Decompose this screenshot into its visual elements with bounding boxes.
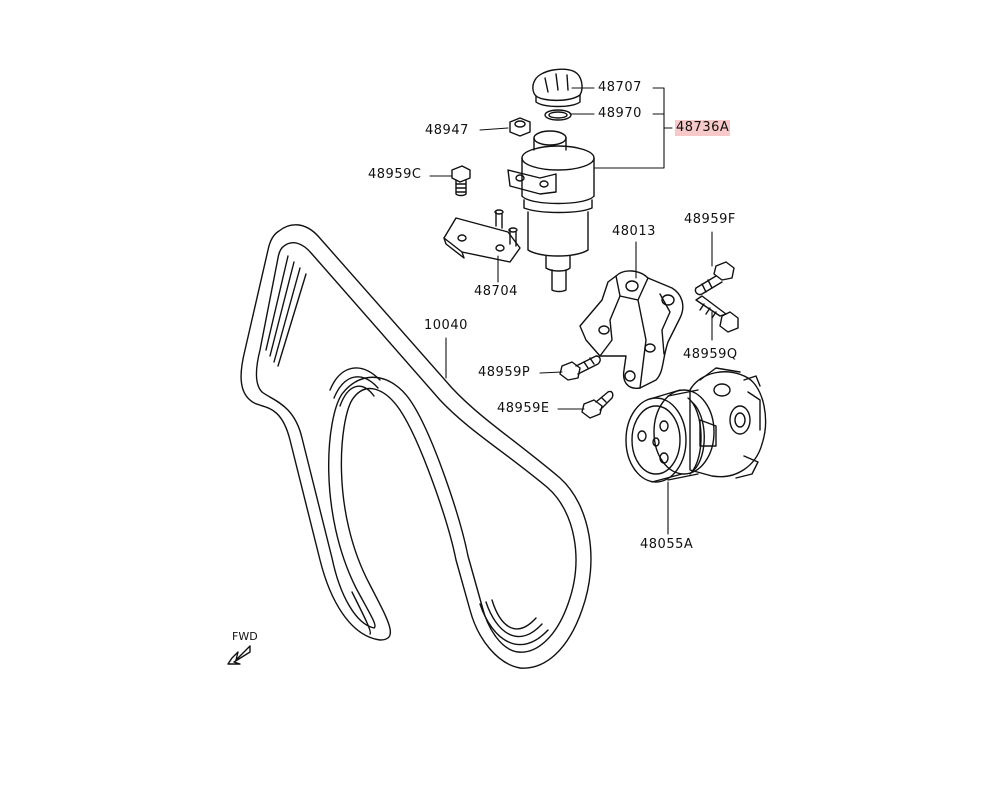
bolt-48959f [694,261,735,296]
label-48970[interactable]: 48970 [598,106,642,121]
label-48704[interactable]: 48704 [474,284,518,299]
fwd-label: FWD [232,630,258,643]
label-48959f[interactable]: 48959F [684,212,736,227]
label-48707[interactable]: 48707 [598,80,642,95]
bolt-48959q [695,295,739,333]
label-48947[interactable]: 48947 [425,123,469,138]
power-steering-pump [625,367,767,483]
label-48959c[interactable]: 48959C [368,167,422,182]
bolt-48959e [581,390,614,419]
reservoir [507,130,595,293]
pump-bracket [579,270,684,389]
label-48959p[interactable]: 48959P [478,365,531,380]
label-10040[interactable]: 10040 [424,318,468,333]
fwd-arrow-icon [227,645,251,665]
bolt-48959c [451,165,471,197]
label-48959e[interactable]: 48959E [497,401,550,416]
drive-belt [240,224,592,669]
o-ring [544,109,572,121]
label-48013[interactable]: 48013 [612,224,656,239]
nut [509,117,531,137]
reservoir-bracket [443,209,521,263]
label-48736a[interactable]: 48736A [675,120,731,136]
leader-lines [429,87,713,535]
label-48055a[interactable]: 48055A [640,537,694,552]
bolt-48959p [559,355,601,381]
label-48959q[interactable]: 48959Q [683,347,738,362]
reservoir-cap [532,68,583,108]
